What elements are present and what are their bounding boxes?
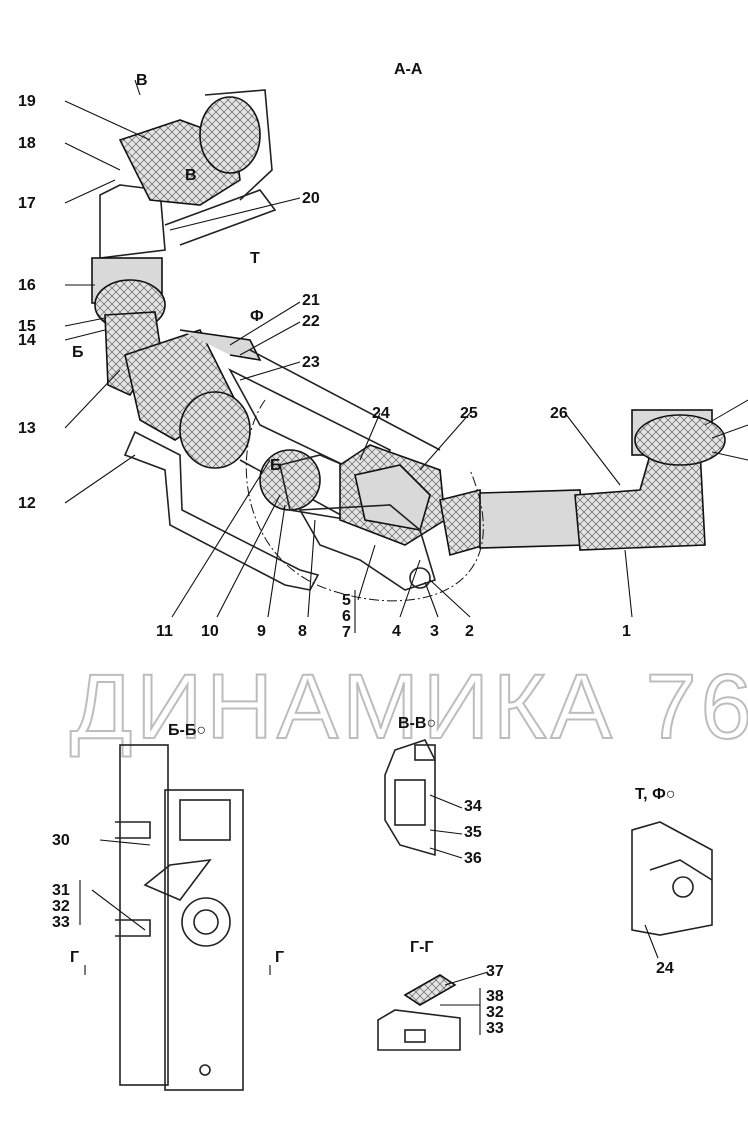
section-labels: А-А В В Т Ф Б Б Б-Б○ В-В○ Т, Ф○ Г-Г Г Г	[70, 61, 675, 966]
section-title-tf: Т, Ф○	[635, 786, 675, 803]
view-mark-t: Т	[250, 250, 260, 267]
callout: 33	[486, 1020, 504, 1037]
callout: 17	[18, 195, 36, 212]
callout: 25	[460, 405, 478, 422]
section-title-aa: А-А	[394, 61, 423, 78]
callout: 3	[430, 623, 439, 640]
callout: 11	[156, 623, 173, 640]
view-mark-b-mid: Б	[270, 457, 282, 474]
section-aa-drawing	[91, 89, 748, 602]
callout: 24	[656, 960, 674, 977]
callout: 4	[392, 623, 401, 640]
callout: 21	[302, 292, 320, 309]
section-vv-drawing	[384, 739, 436, 857]
view-mark-v-inner: В	[185, 167, 197, 184]
callout: 35	[464, 824, 482, 841]
callout: 12	[18, 495, 36, 512]
callout: 33	[52, 914, 70, 931]
callout-numbers: 19 18 17 20 16 21 22 15 14 23 13 24 25 2…	[18, 93, 674, 1037]
callout: 7	[342, 624, 351, 641]
view-mark-b-left: Б	[72, 344, 84, 361]
callout: 19	[18, 93, 36, 110]
callout: 36	[464, 850, 482, 867]
callout: 32	[52, 898, 70, 915]
watermark: ДИНАМИКА 76	[70, 656, 748, 758]
callout: 18	[18, 135, 36, 152]
callout: 5	[342, 592, 351, 609]
callout: 9	[257, 623, 266, 640]
callout: 30	[52, 832, 70, 849]
callout: 31	[52, 882, 70, 899]
callout: 15	[18, 318, 36, 335]
callout: 14	[18, 332, 36, 349]
section-bb-drawing	[115, 744, 244, 1091]
section-title-vv: В-В○	[398, 715, 436, 732]
callout: 32	[486, 1004, 504, 1021]
section-tf-drawing	[631, 821, 713, 936]
callout: 24	[372, 405, 390, 422]
section-gg-drawing	[377, 974, 461, 1051]
cut-mark-g-left: Г	[70, 949, 79, 966]
callout: 20	[302, 190, 320, 207]
callout: 8	[298, 623, 307, 640]
callout: 22	[302, 313, 320, 330]
view-mark-v-top: В	[136, 72, 148, 89]
callout: 2	[465, 623, 474, 640]
section-title-gg: Г-Г	[410, 939, 433, 956]
cut-mark-g-right: Г	[275, 949, 284, 966]
callout: 23	[302, 354, 320, 371]
callout: 13	[18, 420, 36, 437]
callout: 16	[18, 277, 36, 294]
callout: 37	[486, 963, 504, 980]
callout: 1	[622, 623, 631, 640]
callout: 10	[201, 623, 219, 640]
callout: 34	[464, 798, 482, 815]
view-mark-f: Ф	[250, 308, 264, 325]
section-title-bb: Б-Б○	[168, 722, 206, 739]
callout: 6	[342, 608, 351, 625]
callout: 38	[486, 988, 504, 1005]
leader-lines	[64, 79, 659, 1035]
callout: 26	[550, 405, 568, 422]
